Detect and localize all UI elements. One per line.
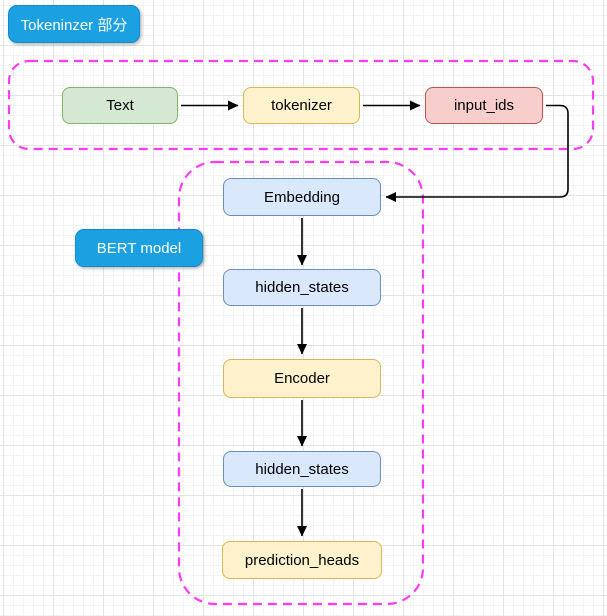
node-text: Text — [62, 87, 178, 124]
node-hidden-states-2: hidden_states — [223, 451, 381, 487]
tokenizer-section-container — [7, 59, 595, 151]
bert-model-label: BERT model — [75, 229, 203, 267]
tokenizer-section-label: Tokeninzer 部分 — [8, 5, 140, 43]
bert-model-container — [177, 160, 425, 606]
node-prediction-heads: prediction_heads — [222, 541, 382, 579]
arrow-inputids-to-embedding — [385, 104, 569, 202]
node-tokenizer: tokenizer — [243, 87, 360, 124]
node-input-ids: input_ids — [425, 87, 543, 124]
node-embedding: Embedding — [223, 178, 381, 216]
node-encoder: Encoder — [223, 359, 381, 398]
node-hidden-states-1: hidden_states — [223, 269, 381, 306]
